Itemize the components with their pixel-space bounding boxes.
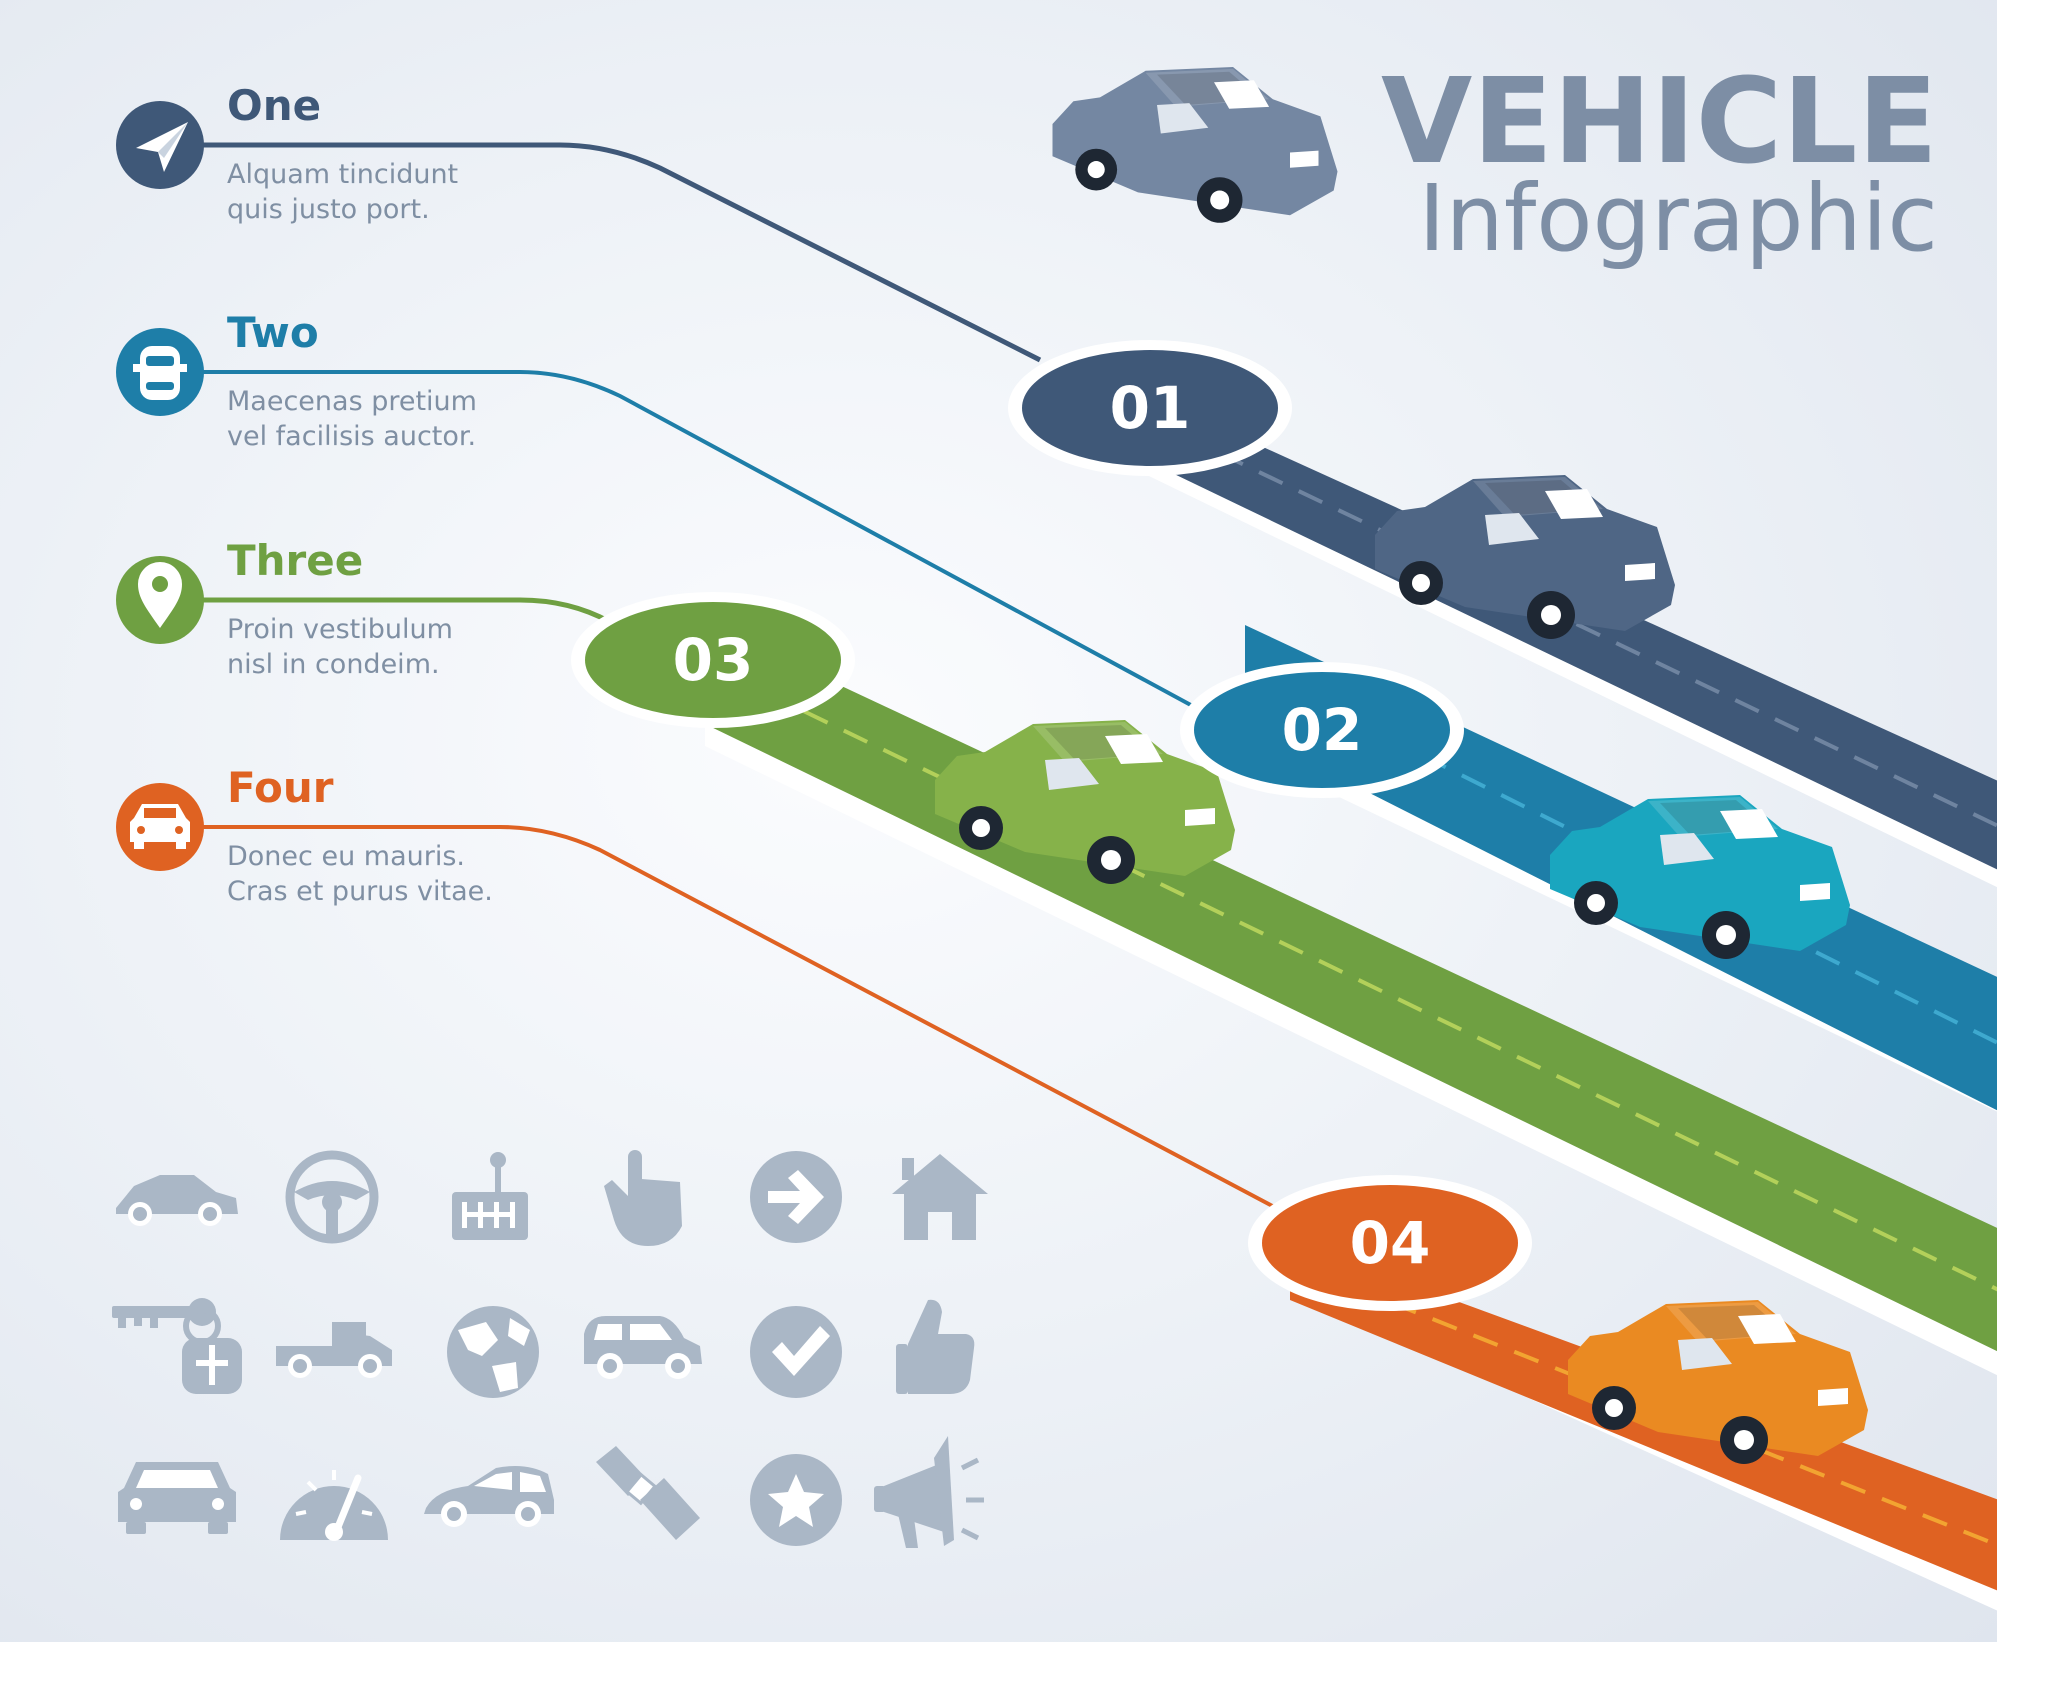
car-front-icon	[130, 804, 190, 849]
number-badge-3: 03	[571, 592, 855, 728]
star-circle-icon	[750, 1454, 842, 1546]
step-4: Four Donec eu mauris. Cras et purus vita…	[116, 763, 493, 907]
step-2-line1: Maecenas pretium	[227, 386, 477, 417]
pickup-truck-icon	[276, 1322, 392, 1378]
connector-3	[190, 597, 612, 625]
map-pin-icon	[138, 562, 182, 628]
megaphone-icon	[874, 1436, 984, 1548]
road-1-lane	[1139, 413, 1997, 828]
step-4-heading: Four	[227, 763, 334, 812]
number-badge-2: 02	[1180, 662, 1464, 798]
number-badge-3-label: 03	[673, 626, 754, 694]
seatbelt-icon	[596, 1446, 700, 1540]
connector-lines	[190, 142, 1281, 1212]
car-4	[1568, 1300, 1868, 1464]
step-2-line2: vel facilisis auctor.	[227, 421, 476, 452]
paper-plane-icon	[136, 122, 188, 172]
car-top-view-icon	[133, 346, 187, 400]
subtitle: Infographic	[1418, 165, 1938, 272]
number-badge-2-label: 02	[1282, 696, 1363, 764]
checkmark-circle-icon	[750, 1306, 842, 1398]
arrow-right-circle-icon	[750, 1151, 842, 1243]
car-1	[1375, 475, 1675, 639]
icon-grid	[112, 1150, 988, 1548]
step-3-line1: Proin vestibulum	[227, 614, 453, 645]
van-icon	[584, 1316, 702, 1379]
connector-4	[190, 825, 1281, 1212]
house-icon	[892, 1154, 988, 1240]
title-car	[1052, 66, 1338, 223]
number-badge-4: 04	[1248, 1175, 1532, 1311]
number-badge-1-label: 01	[1110, 374, 1191, 442]
step-1-line1: Alquam tincidunt	[227, 159, 458, 190]
pointing-hand-icon	[604, 1150, 682, 1246]
car-front-grid-icon	[118, 1462, 236, 1534]
step-2-heading: Two	[227, 308, 319, 357]
step-3-line2: nisl in condeim.	[227, 649, 440, 680]
step-4-line1: Donec eu mauris.	[227, 841, 465, 872]
hatchback-icon	[424, 1466, 554, 1527]
number-badge-4-label: 04	[1350, 1209, 1431, 1277]
gear-shift-icon	[452, 1152, 528, 1240]
step-3-heading: Three	[227, 536, 363, 585]
step-4-line2: Cras et purus vitae.	[227, 876, 493, 907]
title: VEHICLE	[1381, 52, 1938, 190]
step-1: One Alquam tincidunt quis justo port.	[116, 81, 458, 225]
step-1-heading: One	[227, 81, 321, 130]
thumbs-up-icon	[896, 1299, 975, 1394]
globe-icon	[447, 1306, 539, 1398]
step-1-line2: quis justo port.	[227, 194, 430, 225]
car-key-icon	[112, 1298, 242, 1394]
connector-1	[190, 142, 1042, 363]
speedometer-icon	[280, 1470, 388, 1541]
step-2: Two Maecenas pretium vel facilisis aucto…	[116, 308, 477, 452]
car-side-icon	[116, 1175, 238, 1226]
connector-2	[190, 370, 1201, 712]
number-badge-1: 01	[1008, 340, 1292, 476]
step-3: Three Proin vestibulum nisl in condeim.	[116, 536, 453, 680]
steering-wheel-icon	[285, 1150, 379, 1244]
